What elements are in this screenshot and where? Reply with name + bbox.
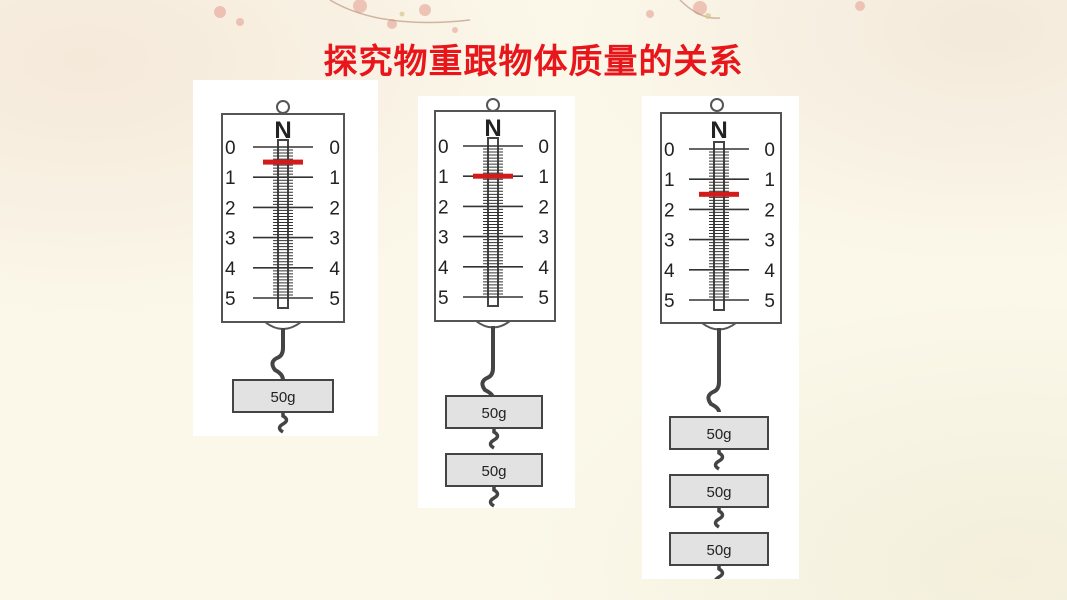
tick-label-right: 5 — [764, 291, 775, 312]
tick-labels: 0 0 1 1 2 2 3 3 4 4 5 5 — [664, 140, 775, 312]
hook-icon — [488, 428, 500, 450]
tick-marks — [253, 146, 313, 299]
hook-icon — [713, 449, 725, 471]
tick-label-left: 3 — [225, 229, 236, 250]
tick-label-left: 4 — [664, 261, 675, 282]
hook-icon — [270, 328, 285, 381]
weight-block — [232, 379, 334, 413]
tick-label-left: 5 — [664, 291, 675, 312]
weight-label: 50g — [706, 484, 731, 501]
tick-label-left: 2 — [438, 197, 449, 218]
spring-scale-diagram: N 0 0 1 1 2 2 3 3 4 4 5 5 50g 50g 50g — [660, 98, 782, 579]
tick-label-left: 0 — [225, 138, 236, 159]
weight-block — [669, 474, 769, 508]
tick-label-right: 1 — [329, 168, 340, 189]
weight-block — [445, 395, 543, 429]
weight-label: 50g — [481, 463, 506, 480]
tick-label-left: 2 — [225, 198, 236, 219]
top-ring-icon — [486, 98, 500, 112]
weight-block — [669, 532, 769, 566]
tick-marks — [689, 148, 749, 301]
tick-label-left: 1 — [664, 170, 675, 191]
blossom-decoration — [214, 0, 865, 33]
tick-label-right: 0 — [764, 140, 775, 161]
tick-label-right: 5 — [329, 289, 340, 310]
tick-label-right: 0 — [329, 138, 340, 159]
weight-label: 50g — [706, 426, 731, 443]
pointer-indicator — [473, 173, 513, 179]
tick-label-right: 4 — [538, 258, 549, 279]
hook-icon — [488, 486, 500, 508]
weights-stack: 50g 50g — [445, 395, 543, 508]
tick-labels: 0 0 1 1 2 2 3 3 4 4 5 5 — [438, 137, 549, 309]
spring-scale-panel-2: N 0 0 1 1 2 2 3 3 4 4 5 5 50g 50g — [418, 96, 575, 508]
weight-label: 50g — [481, 405, 506, 422]
spring-scale-diagram: N 0 0 1 1 2 2 3 3 4 4 5 5 50g 50g — [434, 98, 556, 508]
weight-label: 50g — [706, 542, 731, 559]
top-ring-icon — [276, 100, 290, 114]
scale-tube — [713, 141, 725, 311]
tick-label-left: 1 — [225, 168, 236, 189]
pointer-indicator — [263, 159, 303, 165]
slide-title: 探究物重跟物体质量的关系 — [323, 43, 744, 81]
scale-unit-label: N — [484, 115, 501, 142]
weights-stack: 50g 50g 50g — [669, 416, 769, 579]
tick-label-left: 5 — [225, 289, 236, 310]
spring-scale-diagram: N 0 0 1 1 2 2 3 3 4 4 5 5 50g — [221, 100, 345, 434]
tick-label-right: 1 — [764, 170, 775, 191]
tick-label-left: 4 — [438, 258, 449, 279]
tick-label-right: 0 — [538, 137, 549, 158]
tick-labels: 0 0 1 1 2 2 3 3 4 4 5 5 — [225, 138, 340, 310]
tick-label-right: 4 — [764, 261, 775, 282]
tick-label-right: 5 — [538, 288, 549, 309]
weight-block — [669, 416, 769, 450]
tick-label-right: 2 — [538, 197, 549, 218]
tick-label-left: 5 — [438, 288, 449, 309]
weight-label: 50g — [270, 389, 295, 406]
pointer-indicator — [699, 191, 739, 197]
tick-label-right: 3 — [538, 228, 549, 249]
spring-scale-panel-3: N 0 0 1 1 2 2 3 3 4 4 5 5 50g 50g 50g — [642, 96, 799, 579]
tick-label-left: 1 — [438, 167, 449, 188]
tick-label-left: 3 — [664, 231, 675, 252]
tick-label-right: 2 — [329, 198, 340, 219]
tick-label-left: 0 — [664, 140, 675, 161]
tick-label-left: 2 — [664, 200, 675, 221]
spring-scale-panel-1: N 0 0 1 1 2 2 3 3 4 4 5 5 50g — [193, 80, 378, 436]
scale-tube — [277, 139, 289, 309]
tick-label-left: 4 — [225, 259, 236, 280]
hook-icon — [713, 507, 725, 529]
scale-unit-label: N — [274, 117, 291, 144]
hook-icon — [277, 412, 289, 434]
tick-label-left: 3 — [438, 228, 449, 249]
tick-label-right: 3 — [329, 229, 340, 250]
tick-label-left: 0 — [438, 137, 449, 158]
tick-label-right: 3 — [764, 231, 775, 252]
tick-label-right: 2 — [764, 200, 775, 221]
top-ring-icon — [710, 98, 724, 112]
hook-icon — [714, 565, 725, 579]
hook-icon — [480, 326, 495, 399]
hook-icon — [706, 328, 721, 413]
tick-label-right: 4 — [329, 259, 340, 280]
tick-marks — [463, 145, 523, 298]
weights-stack: 50g — [232, 379, 334, 434]
scale-unit-label: N — [710, 117, 727, 144]
tick-label-right: 1 — [538, 167, 549, 188]
